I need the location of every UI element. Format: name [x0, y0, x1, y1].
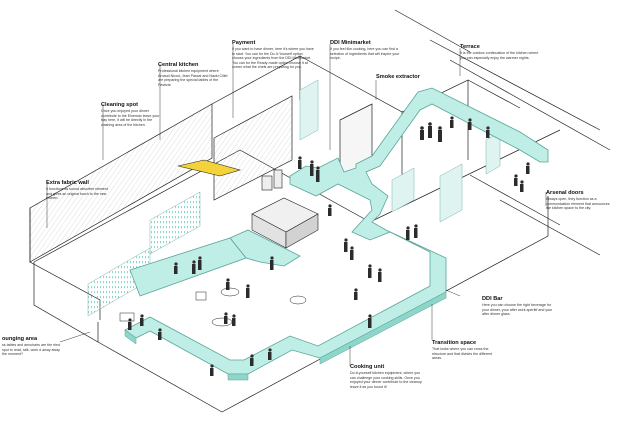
- label-terrace: Terrace It is the outdoor continuation o…: [460, 44, 544, 60]
- label-fabric-wall-title: Extra fabric wall: [46, 180, 89, 186]
- label-cleaning-spot-title: Cleaning spot: [101, 102, 138, 108]
- label-cleaning-spot-text: Once you enjoyed your dinner contribute …: [101, 109, 160, 127]
- label-central-kitchen: Central kitchen Professional kitchen equ…: [158, 62, 230, 87]
- label-fabric-wall: Extra fabric wall It functions as sound …: [46, 180, 108, 201]
- label-payment-title: Payment: [232, 40, 256, 46]
- label-cleaning-spot: Cleaning spot Once you enjoyed your dinn…: [101, 102, 163, 127]
- label-terrace-text: It is the outdoor continuation of the ki…: [460, 51, 539, 60]
- counter-edge: [124, 291, 447, 381]
- people: [128, 116, 530, 376]
- person-group-center: [298, 156, 418, 328]
- glass-panels: [87, 79, 501, 317]
- label-minimarket-text: If you feel like cooking, here you can f…: [330, 47, 400, 61]
- label-payment-text: If you want to have dinner, here it's wh…: [232, 47, 314, 70]
- label-smoke-extractor: Smoke extractor: [376, 74, 446, 81]
- counter-top: [124, 87, 549, 375]
- label-cooking-unit: Cooking unit Do-it-yourself kitchen equi…: [350, 364, 424, 389]
- label-lounging-area: ounging area ss tables and armchairs are…: [2, 336, 64, 357]
- leader-lines: [46, 44, 547, 366]
- label-minimarket: DDI Minimarket If you feel like cooking,…: [330, 40, 406, 61]
- smoke-extractor-hood: [177, 159, 242, 177]
- label-transition-space: Transition space That looks where you ca…: [432, 340, 496, 361]
- label-minimarket-title: DDI Minimarket: [330, 40, 371, 46]
- label-arsenal-doors-title: Arsenal doors: [546, 190, 584, 196]
- label-smoke-extractor-title: Smoke extractor: [376, 74, 420, 80]
- label-payment: Payment If you want to have dinner, here…: [232, 40, 314, 70]
- label-terrace-title: Terrace: [460, 44, 480, 50]
- label-transition-space-text: That looks where you can cross the struc…: [432, 347, 493, 361]
- label-lounging-area-text: ss tables and armchairs are the rfect sp…: [2, 343, 61, 357]
- counter-left: [129, 237, 247, 297]
- person-group-bar: [420, 116, 530, 192]
- label-cooking-unit-title: Cooking unit: [350, 364, 385, 370]
- label-arsenal-doors: Arsenal doors Always open, they function…: [546, 190, 610, 211]
- label-ddi-bar-title: DDI Bar: [482, 296, 503, 302]
- label-ddi-bar: DDI Bar Here you can choose the right be…: [482, 296, 554, 317]
- label-central-kitchen-text: Professional kitchen equipment where Arn…: [158, 69, 228, 87]
- label-ddi-bar-text: Here you can choose the right beverage f…: [482, 303, 553, 317]
- label-cooking-unit-text: Do-it-yourself kitchen equipment, where …: [350, 371, 422, 389]
- person-group-left: [128, 256, 274, 376]
- label-lounging-area-title: ounging area: [2, 336, 38, 342]
- serpentine-counter: [124, 87, 549, 381]
- label-fabric-wall-text: It functions as sound absorber element a…: [46, 187, 108, 201]
- label-central-kitchen-title: Central kitchen: [158, 62, 199, 68]
- label-transition-space-title: Transition space: [432, 340, 477, 346]
- label-arsenal-doors-text: Always open, they function as a communic…: [546, 197, 610, 211]
- central-kitchen-block: [251, 169, 319, 249]
